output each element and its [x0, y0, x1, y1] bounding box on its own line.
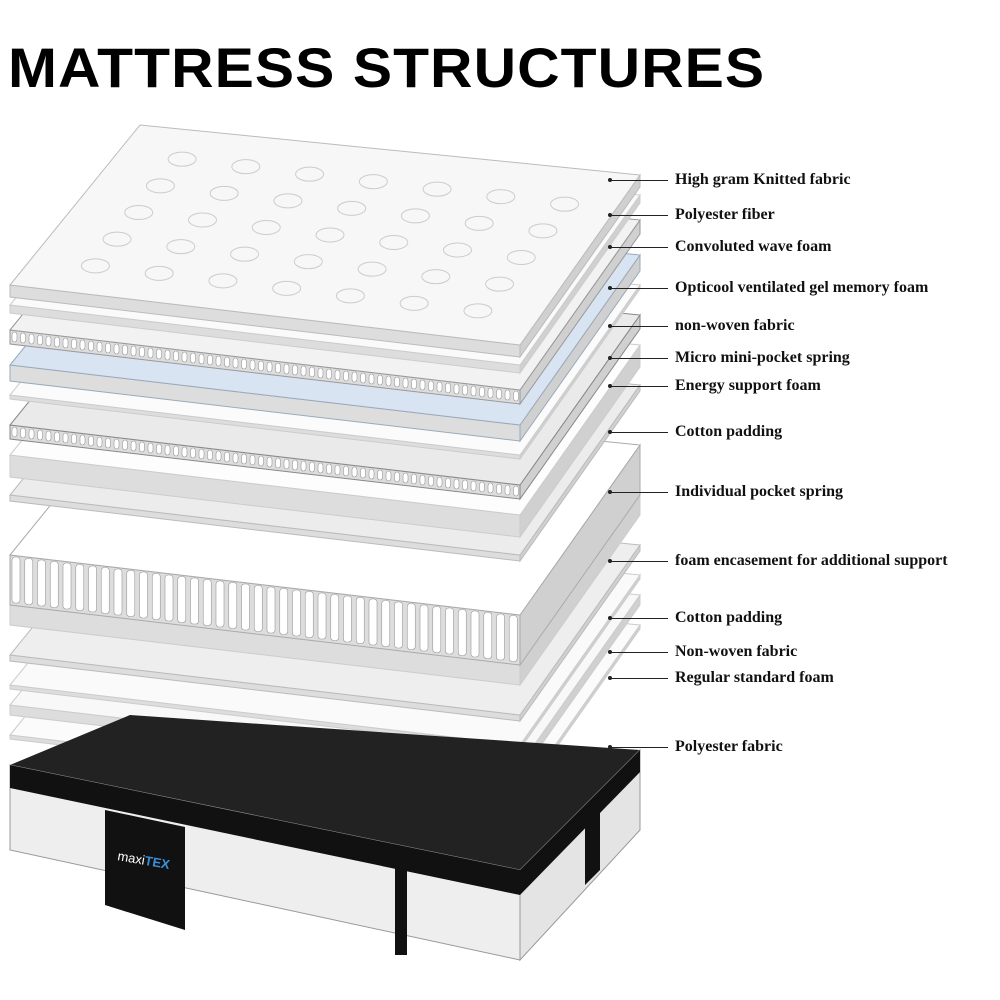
leader-line [610, 247, 668, 248]
layer-label: Cotton padding [675, 423, 783, 440]
layer-label: Polyester fabric [675, 738, 783, 755]
mattress-base: maxiTEX [9, 715, 641, 962]
layer-label: foam encasement for additional support [675, 552, 948, 569]
leader-line [610, 747, 668, 748]
layer-label: Polyester fiber [675, 206, 775, 223]
leader-line [610, 652, 668, 653]
layer-1 [9, 124, 641, 359]
page-title: MATTRESS STRUCTURES [8, 36, 766, 99]
layer-label: Regular standard foam [675, 669, 834, 686]
layer-label: non-woven fabric [675, 317, 795, 334]
leader-line [610, 180, 668, 181]
leader-line [610, 358, 668, 359]
leader-line [610, 288, 668, 289]
leader-line [610, 386, 668, 387]
leader-line [610, 561, 668, 562]
layer-label: Opticool ventilated gel memory foam [675, 279, 929, 296]
layer-label: Non-woven fabric [675, 643, 798, 660]
leader-line [610, 492, 668, 493]
leader-line [610, 618, 668, 619]
layer-label: Individual pocket spring [675, 483, 844, 500]
leader-line [610, 678, 668, 679]
layer-label: Cotton padding [675, 609, 783, 626]
layer-label: Micro mini-pocket spring [675, 349, 850, 366]
leader-line [610, 432, 668, 433]
layer-label: Energy support foam [675, 377, 821, 394]
leader-line [610, 215, 668, 216]
layer-label: Convoluted wave foam [675, 238, 832, 255]
layer-label: High gram Knitted fabric [675, 171, 851, 188]
leader-line [610, 326, 668, 327]
